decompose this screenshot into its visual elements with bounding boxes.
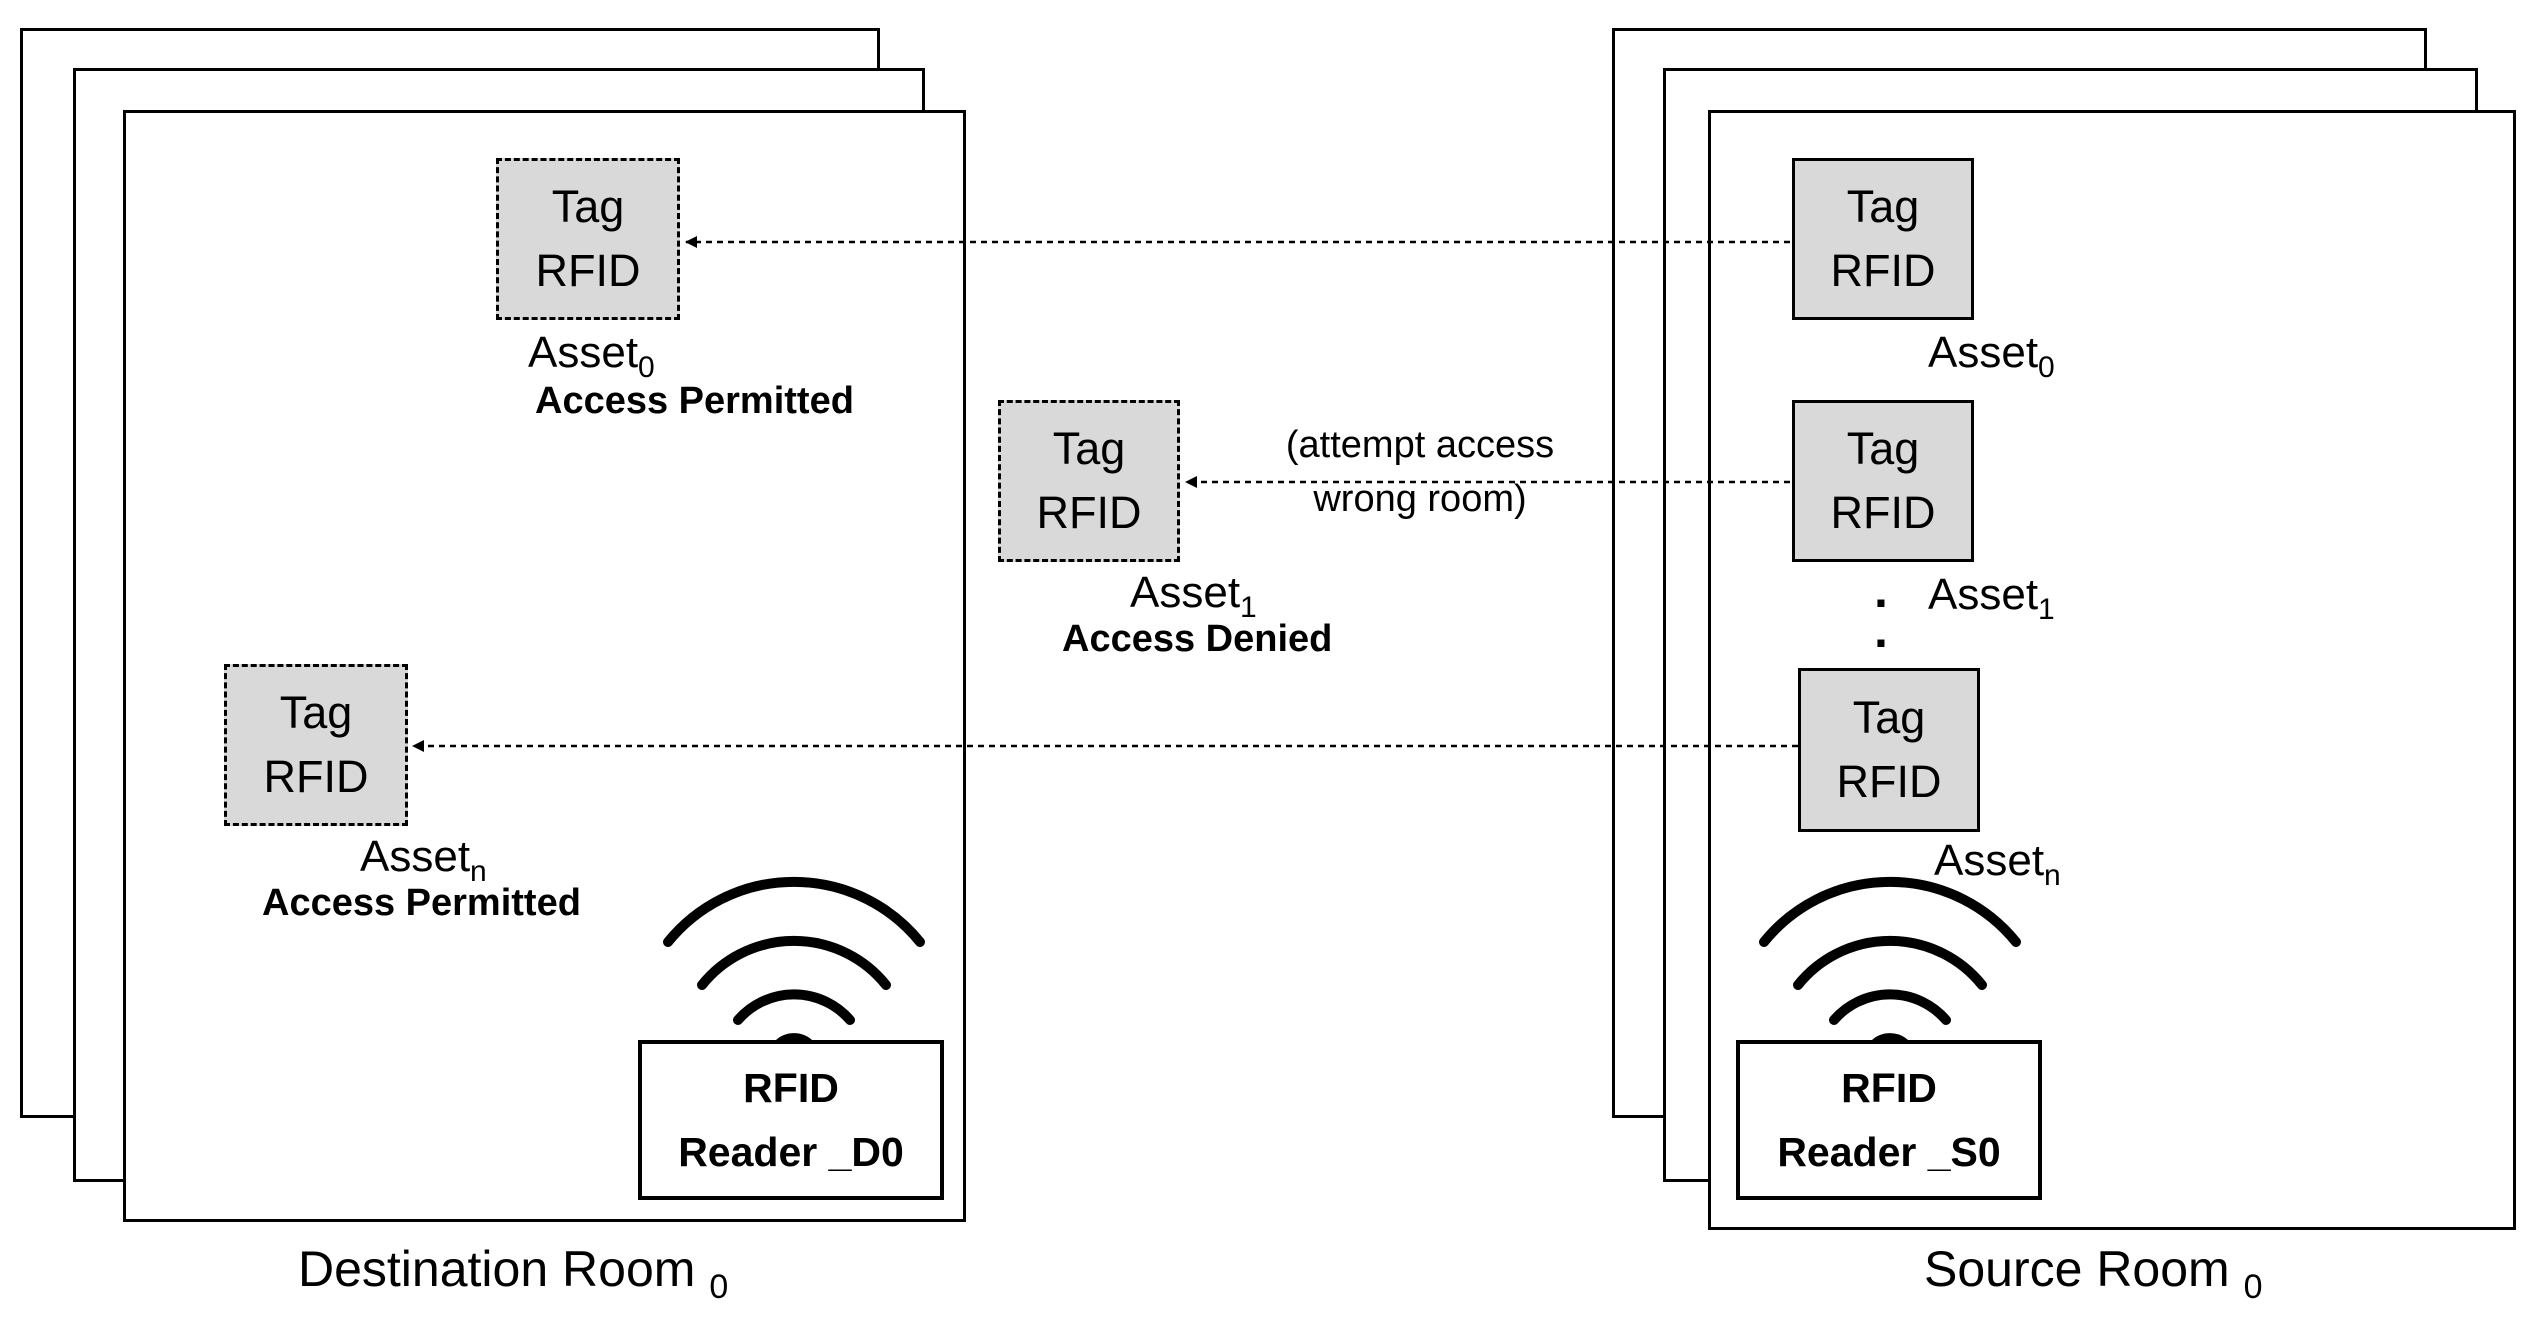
source-tag-assetn: Tag RFID xyxy=(1798,668,1980,832)
source-assetn-label: Assetn xyxy=(1934,836,2061,892)
tag-label: Tag xyxy=(551,181,625,232)
destination-rfid-reader: RFID Reader _D0 xyxy=(638,1040,944,1200)
denied-tag-asset1: Tag RFID xyxy=(998,400,1180,562)
denied-asset1-label: Asset1 xyxy=(1130,568,1257,624)
source-tag-asset0: Tag RFID xyxy=(1792,158,1974,320)
destination-tag-asset0: Tag RFID xyxy=(496,158,680,320)
tag-label: Tag xyxy=(1846,181,1920,232)
ellipsis-dot-1: · xyxy=(1874,575,1891,631)
note-line1: (attempt access xyxy=(1285,424,1555,466)
source-room-label: Source Room 0 xyxy=(1924,1241,2263,1306)
ellipsis-dot-2: · xyxy=(1874,615,1891,671)
reader-line1: RFID xyxy=(743,1065,839,1111)
rfid-label: RFID xyxy=(1036,487,1142,538)
tag-label: Tag xyxy=(1052,423,1126,474)
wifi-icon-destination xyxy=(663,876,925,1050)
tag-label: Tag xyxy=(1852,692,1926,743)
source-asset0-label: Asset0 xyxy=(1928,328,2055,384)
rfid-label: RFID xyxy=(535,245,641,296)
reader-line2: Reader _S0 xyxy=(1777,1129,2001,1175)
destination-asset0-status: Access Permitted xyxy=(535,380,854,422)
rfid-label: RFID xyxy=(1830,245,1936,296)
source-tag-asset1: Tag RFID xyxy=(1792,400,1974,562)
rfid-label: RFID xyxy=(263,751,369,802)
source-asset1-label: Asset1 xyxy=(1928,570,2055,626)
rfid-label: RFID xyxy=(1830,487,1936,538)
wifi-icon-source xyxy=(1759,876,2021,1050)
note-line2: wrong room) xyxy=(1313,478,1527,520)
tag-label: Tag xyxy=(1846,423,1920,474)
rfid-label: RFID xyxy=(1836,756,1942,807)
source-rfid-reader: RFID Reader _S0 xyxy=(1736,1040,2042,1200)
destination-assetn-label: Assetn xyxy=(360,832,487,888)
destination-asset0-label: Asset0 xyxy=(528,328,655,384)
reader-line2: Reader _D0 xyxy=(678,1129,904,1175)
destination-room-label: Destination Room 0 xyxy=(298,1241,729,1306)
destination-tag-assetn: Tag RFID xyxy=(224,664,408,826)
destination-assetn-status: Access Permitted xyxy=(262,882,581,924)
wrong-room-note: (attempt access wrong room) xyxy=(1250,418,1590,526)
tag-label: Tag xyxy=(279,687,353,738)
denied-asset1-status: Access Denied xyxy=(1062,618,1333,660)
reader-line1: RFID xyxy=(1841,1065,1937,1111)
